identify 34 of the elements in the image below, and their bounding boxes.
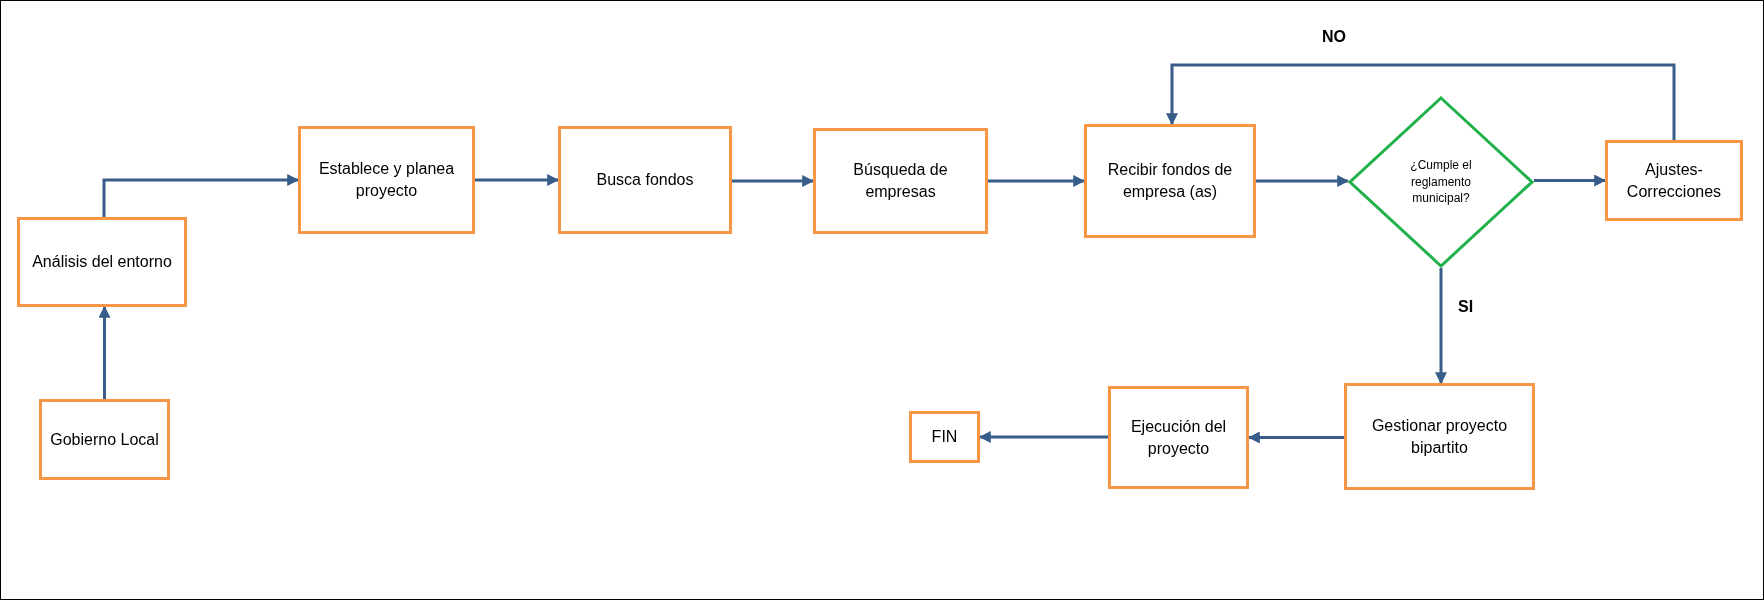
process-box: [1605, 140, 1743, 221]
node-label: Búsqueda de empresas: [852, 160, 949, 202]
arrow: [732, 175, 815, 187]
process-box: [17, 217, 187, 307]
process-box: [1108, 386, 1249, 489]
arrow: [978, 431, 1108, 443]
arrow: [98, 305, 111, 399]
process-box: [909, 411, 980, 463]
arrow: [475, 174, 560, 186]
arrow: [1166, 63, 1676, 140]
node-label: Gestionar proyecto bipartito: [1370, 415, 1509, 458]
arrow: [988, 175, 1086, 187]
process-box: [813, 128, 988, 234]
node-label: ¿Cumple el reglamento municipal?: [1409, 156, 1473, 208]
node-label: Ajustes-Correcciones: [1625, 159, 1723, 202]
node-label: Análisis del entorno: [31, 252, 173, 273]
node-label: Ejecución del proyecto: [1129, 416, 1228, 459]
arrow: [1534, 174, 1607, 187]
arrow: [1247, 431, 1344, 444]
arrow: [1435, 268, 1447, 385]
node-label: Recibir fondos de empresa (as): [1106, 160, 1234, 202]
node-label: Busca fondos: [595, 170, 695, 191]
node-label: FIN: [930, 427, 959, 448]
process-box: [1344, 383, 1535, 490]
node-label: Gobierno Local: [49, 429, 160, 450]
process-box: [39, 399, 170, 480]
process-box: [298, 126, 475, 234]
node-label: Establece y planea proyecto: [317, 159, 456, 201]
arrow: [1256, 175, 1350, 187]
edge-label: NO: [1322, 28, 1346, 46]
edge-label: SI: [1458, 298, 1474, 316]
arrow: [102, 174, 300, 217]
process-box: [1084, 124, 1256, 238]
process-box: [558, 126, 732, 234]
